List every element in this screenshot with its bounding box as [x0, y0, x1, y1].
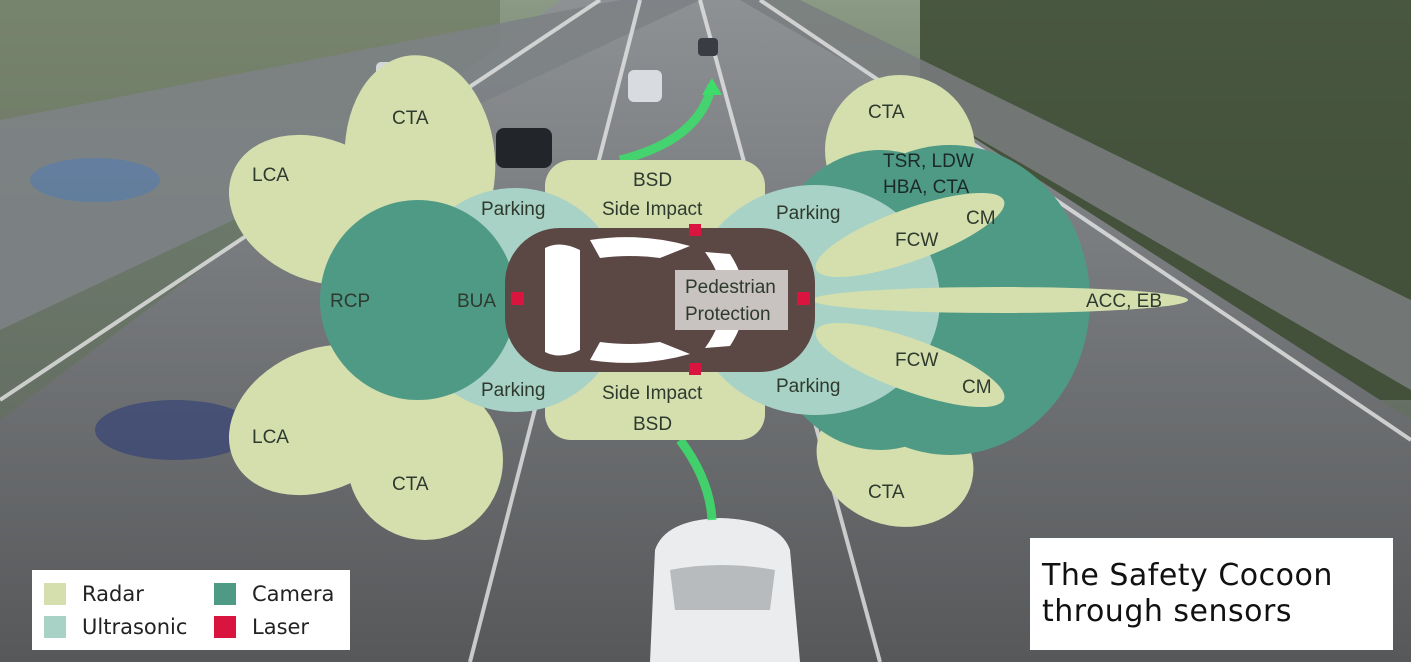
radar-zone-bsd-bottom — [545, 360, 765, 440]
camera-zone-rear — [320, 200, 516, 400]
legend-label-radar: Radar — [82, 582, 144, 606]
legend-label-ultrasonic: Ultrasonic — [82, 615, 188, 639]
radar-zone-acc — [812, 287, 1188, 313]
ego-car — [505, 228, 815, 372]
label-tsr-ldw: TSR, LDW — [883, 151, 974, 172]
label-cta-bottom-left: CTA — [392, 474, 429, 495]
label-cm-top: CM — [966, 208, 996, 229]
laser-side-top — [689, 224, 701, 236]
legend-item-radar: Radar — [44, 582, 144, 606]
legend-item-camera: Camera — [214, 582, 334, 606]
radar-swatch — [44, 583, 66, 605]
radar-zone-fcw-top — [815, 192, 1005, 278]
camera-swatch — [214, 583, 236, 605]
zone-labels: LCA CTA LCA CTA RCP BUA Parking Parking … — [252, 102, 1162, 503]
label-parking-rear-top: Parking — [481, 199, 545, 220]
label-cta-bottom-right: CTA — [868, 482, 905, 503]
label-pedestrian-2: Protection — [685, 304, 771, 325]
label-parking-front-bottom: Parking — [776, 376, 840, 397]
label-pedestrian-1: Pedestrian — [685, 277, 776, 298]
title-line-2: through sensors — [1042, 594, 1292, 629]
label-hba-cta: HBA, CTA — [883, 177, 970, 198]
radar-zone-cta-bottom-left — [347, 380, 503, 540]
legend-item-ultrasonic: Ultrasonic — [44, 615, 187, 639]
label-cm-bottom: CM — [962, 377, 992, 398]
label-cta-top-left: CTA — [392, 108, 429, 129]
label-parking-rear-bottom: Parking — [481, 380, 545, 401]
pedestrian-protection-box — [675, 270, 788, 330]
label-parking-front-top: Parking — [776, 203, 840, 224]
laser-rear — [511, 292, 524, 305]
laser-swatch — [214, 616, 236, 638]
label-cta-top-right: CTA — [868, 102, 905, 123]
label-lca-top: LCA — [252, 165, 289, 186]
legend-item-laser: Laser — [214, 615, 309, 639]
legend-label-laser: Laser — [252, 615, 310, 639]
label-fcw-top: FCW — [895, 230, 938, 251]
laser-front — [797, 292, 810, 305]
label-bsd-top: BSD — [633, 170, 672, 191]
laser-side-bottom — [689, 363, 701, 375]
radar-zone-bsd-top — [545, 160, 765, 240]
laser-sensors — [511, 224, 810, 375]
legend: Radar Ultrasonic Camera Laser — [32, 570, 350, 650]
label-fcw-bottom: FCW — [895, 350, 938, 371]
label-side-impact-bottom: Side Impact — [602, 383, 703, 404]
ultrasonic-swatch — [44, 616, 66, 638]
title-box: The Safety Cocoon through sensors — [1030, 538, 1393, 650]
label-acc-eb: ACC, EB — [1086, 291, 1162, 312]
radar-zone-fcw-bottom — [815, 322, 1005, 408]
label-lca-bottom: LCA — [252, 427, 289, 448]
label-side-impact-top: Side Impact — [602, 199, 703, 220]
label-bsd-bottom: BSD — [633, 414, 672, 435]
legend-label-camera: Camera — [252, 582, 335, 606]
label-bua: BUA — [457, 291, 496, 312]
title-line-1: The Safety Cocoon — [1042, 558, 1333, 593]
label-rcp: RCP — [330, 291, 370, 312]
